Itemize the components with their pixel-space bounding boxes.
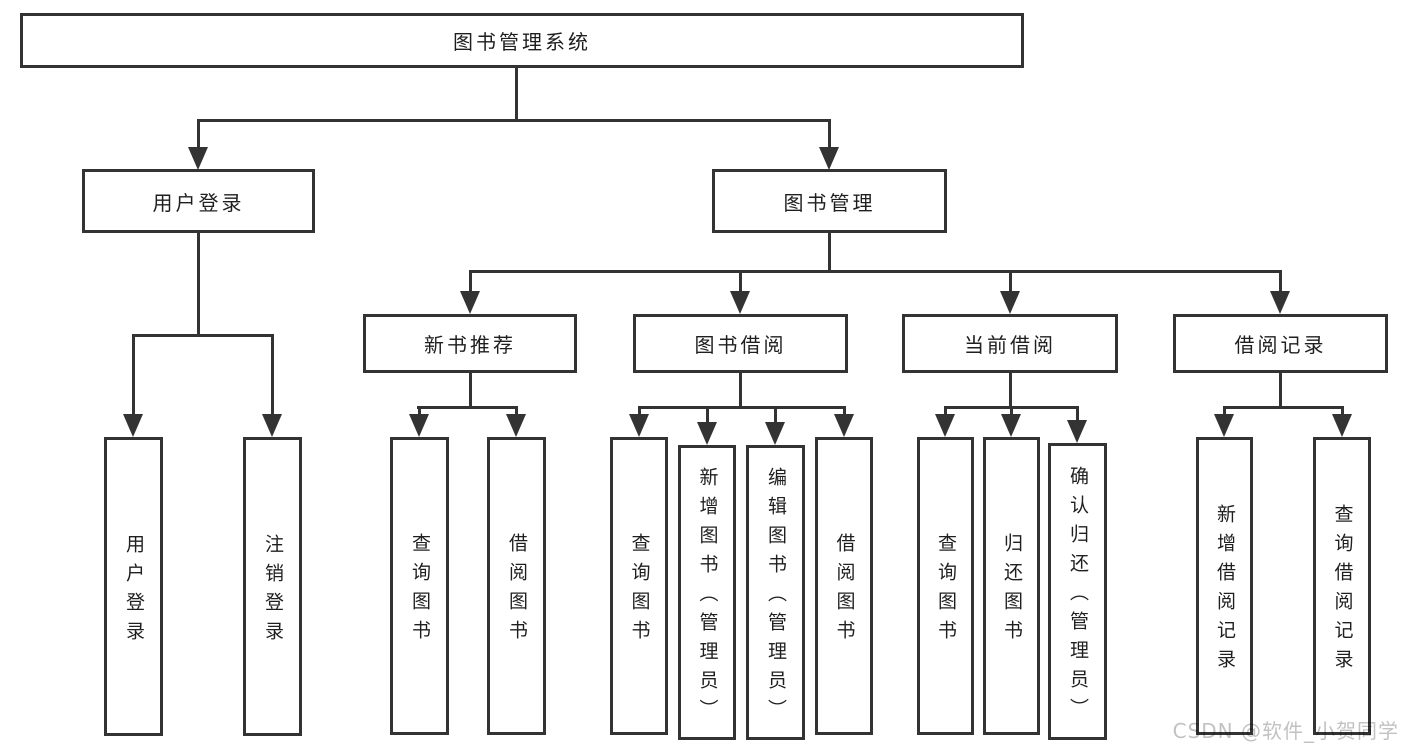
- leaf-query-books-borrowing: 查询图书: [610, 437, 668, 735]
- arrow-down-icon: [730, 291, 750, 314]
- leaf-return-books: 归还图书: [983, 437, 1040, 735]
- connector-book-borrow-stem: [739, 373, 742, 408]
- leaf-query-books-label: 查询图书: [628, 533, 651, 649]
- leaf-query-borrow-record-label: 查询借阅记录: [1331, 504, 1354, 678]
- node-current-borrowing: 当前借阅: [902, 314, 1118, 373]
- connector-book-borrow-bar: [638, 406, 845, 409]
- leaf-add-borrow-record: 新增借阅记录: [1196, 437, 1253, 735]
- leaf-user-login: 用户登录: [104, 437, 163, 736]
- arrow-down-icon: [834, 414, 854, 437]
- connector-drop-leaf: [1341, 406, 1344, 418]
- connector-drop-leaf: [944, 406, 947, 418]
- arrow-down-icon: [697, 422, 717, 445]
- leaf-query-books-current: 查询图书: [917, 437, 974, 735]
- arrow-down-icon: [765, 422, 785, 445]
- leaf-borrow-books-label: 借阅图书: [833, 533, 856, 649]
- arrow-down-icon: [935, 414, 955, 437]
- connector-drop-leaf: [271, 334, 274, 416]
- node-borrowing-records: 借阅记录: [1173, 314, 1388, 373]
- connector-drop-section: [469, 270, 472, 294]
- node-new-book-recommend: 新书推荐: [363, 314, 577, 373]
- node-user-login-label: 用户登录: [152, 190, 245, 215]
- connector-drop-leaf: [706, 406, 709, 424]
- connector-root-bar: [198, 119, 831, 122]
- node-book-borrowing-label: 图书借阅: [694, 333, 787, 357]
- connector-book-mgmt-stem: [828, 233, 831, 272]
- connector-current-borrow-stem: [1009, 373, 1012, 408]
- connector-drop-leaf: [515, 406, 518, 418]
- csdn-watermark: CSDN @软件_小贺同学: [1172, 719, 1399, 743]
- arrow-down-icon: [1000, 291, 1020, 314]
- arrow-down-icon: [123, 414, 143, 437]
- node-user-login: 用户登录: [82, 169, 315, 233]
- arrow-down-icon: [409, 414, 429, 437]
- arrow-down-icon: [506, 414, 526, 437]
- connector-drop-section: [1009, 270, 1012, 294]
- leaf-borrow-books-recommend: 借阅图书: [487, 437, 546, 735]
- leaf-confirm-return-admin-label: 确认归还（管理员）: [1067, 466, 1089, 727]
- leaf-logout-label: 注销登录: [262, 533, 284, 650]
- connector-drop-leaf: [418, 406, 421, 418]
- connector-user-login-bar: [132, 334, 274, 337]
- leaf-borrow-books-borrowing: 借阅图书: [815, 437, 873, 735]
- connector-records-stem: [1279, 373, 1282, 408]
- leaf-user-login-label: 用户登录: [123, 533, 145, 650]
- leaf-borrow-books-label: 借阅图书: [506, 533, 528, 649]
- connector-drop-leaf: [774, 406, 777, 424]
- arrow-down-icon: [1270, 291, 1290, 314]
- node-current-borrowing-label: 当前借阅: [964, 333, 1056, 357]
- connector-book-mgmt-bar: [469, 270, 1282, 273]
- node-new-book-recommend-label: 新书推荐: [424, 333, 516, 357]
- connector-new-book-bar: [417, 406, 518, 409]
- connector-new-book-stem: [469, 373, 472, 408]
- node-book-borrowing: 图书借阅: [633, 314, 848, 373]
- arrow-down-icon: [629, 414, 649, 437]
- leaf-confirm-return-admin: 确认归还（管理员）: [1048, 443, 1107, 740]
- arrow-down-icon: [460, 291, 480, 314]
- connector-records-bar: [1223, 406, 1344, 409]
- connector-drop-leaf: [1076, 406, 1079, 422]
- arrow-down-icon: [262, 414, 282, 437]
- arrow-down-icon: [819, 147, 839, 170]
- arrow-down-icon: [1214, 414, 1234, 437]
- leaf-add-books-admin-label: 新增图书（管理员）: [696, 467, 719, 728]
- connector-drop-book-mgmt: [828, 119, 831, 149]
- node-library-system-label: 图书管理系统: [453, 30, 591, 54]
- node-borrowing-records-label: 借阅记录: [1234, 333, 1327, 357]
- node-book-management: 图书管理: [712, 169, 947, 233]
- leaf-logout: 注销登录: [243, 437, 302, 736]
- connector-drop-section: [1279, 270, 1282, 294]
- leaf-query-books-label: 查询图书: [935, 533, 957, 649]
- connector-drop-leaf: [132, 334, 135, 416]
- arrow-down-icon: [1067, 420, 1087, 443]
- leaf-query-books-label: 查询图书: [409, 533, 431, 649]
- connector-drop-user-login: [197, 119, 200, 149]
- node-book-management-label: 图书管理: [783, 190, 876, 215]
- leaf-query-books-recommend: 查询图书: [390, 437, 449, 735]
- connector-drop-leaf: [843, 406, 846, 418]
- arrow-down-icon: [188, 147, 208, 170]
- leaf-query-borrow-record: 查询借阅记录: [1313, 437, 1371, 735]
- connector-drop-leaf: [638, 406, 641, 418]
- connector-root-stem: [515, 67, 518, 121]
- connector-drop-section: [739, 270, 742, 294]
- arrow-down-icon: [1001, 414, 1021, 437]
- node-library-system: 图书管理系统: [20, 13, 1024, 68]
- connector-drop-leaf: [1223, 406, 1226, 418]
- leaf-edit-books-admin-label: 编辑图书（管理员）: [765, 467, 787, 728]
- connector-drop-leaf: [1010, 406, 1013, 418]
- arrow-down-icon: [1332, 414, 1352, 437]
- leaf-return-books-label: 归还图书: [1001, 533, 1023, 649]
- leaf-add-books-admin: 新增图书（管理员）: [678, 445, 736, 740]
- connector-user-login-stem: [197, 233, 200, 336]
- leaf-add-borrow-record-label: 新增借阅记录: [1214, 504, 1236, 678]
- leaf-edit-books-admin: 编辑图书（管理员）: [746, 445, 805, 740]
